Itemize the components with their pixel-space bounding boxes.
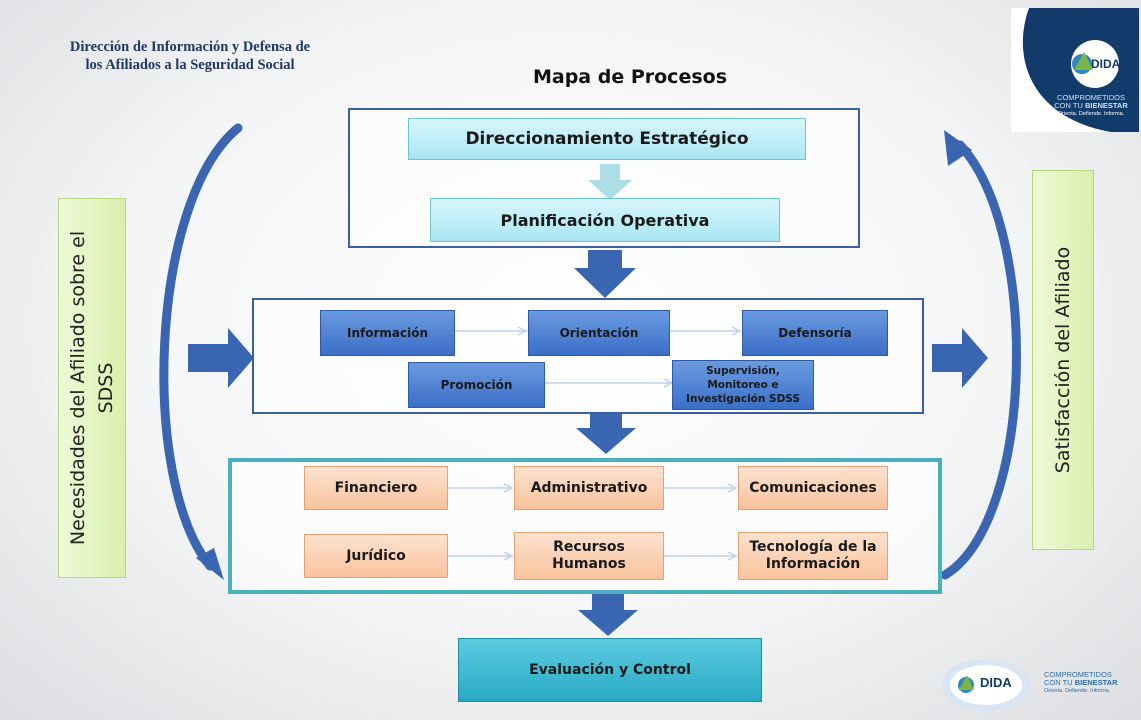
- juridico-box: Jurídico: [304, 534, 448, 578]
- orientacion-box: Orientación: [528, 310, 670, 356]
- left-curved-arrow: [159, 123, 243, 571]
- right-curved-arrow: [940, 140, 1021, 580]
- supervision-box: Supervisión, Monitoreo e Investigación S…: [672, 360, 814, 410]
- informacion-box: Información: [320, 310, 455, 356]
- organization-title: Dirección de Información y Defensa de lo…: [69, 39, 311, 73]
- evaluacion-control-box: Evaluación y Control: [458, 638, 762, 702]
- defensoria-box: Defensoría: [742, 310, 888, 356]
- output-arrow: [932, 328, 988, 388]
- dida-logo-tagline: COMPROMETIDOS CON TU BIENESTAR Orienta. …: [1054, 93, 1128, 118]
- comunicaciones-box: Comunicaciones: [738, 466, 888, 510]
- input-arrow: [188, 328, 254, 388]
- left-curved-arrowhead: [196, 548, 224, 580]
- down-arrow-2: [576, 414, 636, 454]
- dida-logo-brand: DIDA: [1091, 57, 1121, 71]
- tecnologia-informacion-box: Tecnología de la Información: [738, 532, 888, 580]
- map-title: Mapa de Procesos: [532, 66, 728, 88]
- down-arrow-1: [574, 250, 636, 298]
- direccionamiento-estrategico-box: Direccionamiento Estratégico: [408, 118, 806, 160]
- dida-logo-icon: [1022, 8, 1139, 132]
- administrativo-box: Administrativo: [514, 466, 664, 510]
- recursos-humanos-box: Recursos Humanos: [514, 532, 664, 580]
- dida-logo-corner: DIDA COMPROMETIDOS CON TU BIENESTAR Orie…: [1011, 8, 1139, 132]
- planificacion-operativa-box: Planificación Operativa: [430, 198, 780, 242]
- financiero-box: Financiero: [304, 466, 448, 510]
- dida-logo-bottom: DIDA COMPROMETIDOS CON TU BIENESTAR Orie…: [940, 655, 1140, 715]
- right-curved-arrowhead: [944, 130, 972, 166]
- down-arrow-3: [578, 592, 638, 636]
- dida-logo-bottom-icon: [942, 659, 1030, 711]
- promocion-box: Promoción: [408, 362, 545, 408]
- output-satisfaction-label: Satisfacción del Afiliado: [1032, 170, 1094, 550]
